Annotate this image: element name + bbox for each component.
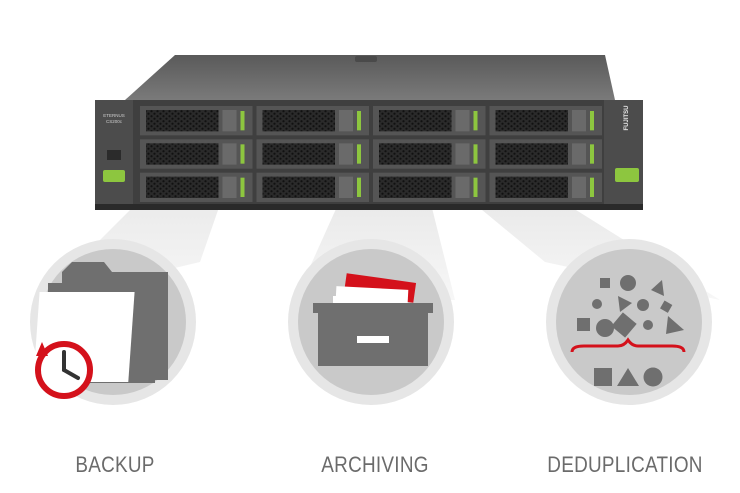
feature-deduplication — [546, 239, 712, 405]
deduplication-icon — [570, 275, 686, 387]
folder-clock-icon — [33, 262, 168, 399]
bottom-edge — [95, 204, 643, 210]
drive-bay — [489, 106, 602, 136]
drive-led — [590, 177, 594, 197]
drive-led — [590, 144, 594, 164]
left-status-led — [103, 170, 125, 182]
front-label-line-2: CS200c — [106, 119, 123, 124]
drive-led — [473, 144, 478, 164]
drive-led — [357, 177, 361, 197]
drive-led — [240, 111, 245, 131]
front-label-line-1: ETERNUS — [103, 113, 125, 118]
server-appliance: ETERNUS CS200c FUJITSU — [95, 55, 643, 210]
drive-bay — [256, 139, 369, 169]
feature-backup — [30, 239, 196, 405]
drive-led — [590, 111, 594, 131]
brand-logo: FUJITSU — [624, 105, 630, 130]
drive-led — [240, 144, 245, 164]
drive-led — [357, 144, 361, 164]
drive-bay — [256, 172, 369, 202]
backup-label: BACKUP — [75, 452, 155, 477]
top-vent — [355, 56, 377, 62]
server-top-cover — [125, 55, 615, 100]
drive-bay — [140, 172, 253, 202]
right-status-led — [615, 168, 639, 182]
drive-bay — [373, 172, 486, 202]
drive-bay — [140, 106, 253, 136]
drive-bay — [140, 139, 253, 169]
drive-bay — [256, 106, 369, 136]
drive-bay — [489, 172, 602, 202]
drive-bay — [373, 106, 486, 136]
drive-led — [473, 111, 478, 131]
archive-box-icon — [313, 273, 433, 366]
feature-archiving — [288, 239, 454, 405]
archiving-label: ARCHIVING — [321, 452, 429, 477]
drive-led — [357, 111, 361, 131]
drive-bay — [373, 139, 486, 169]
drive-bay — [489, 139, 602, 169]
drive-led — [473, 177, 478, 197]
right-ear — [604, 100, 643, 208]
drive-bays — [140, 106, 602, 202]
power-indicator — [107, 150, 121, 160]
deduplication-label: DEDUPLICATION — [547, 452, 703, 477]
drive-led — [240, 177, 245, 197]
